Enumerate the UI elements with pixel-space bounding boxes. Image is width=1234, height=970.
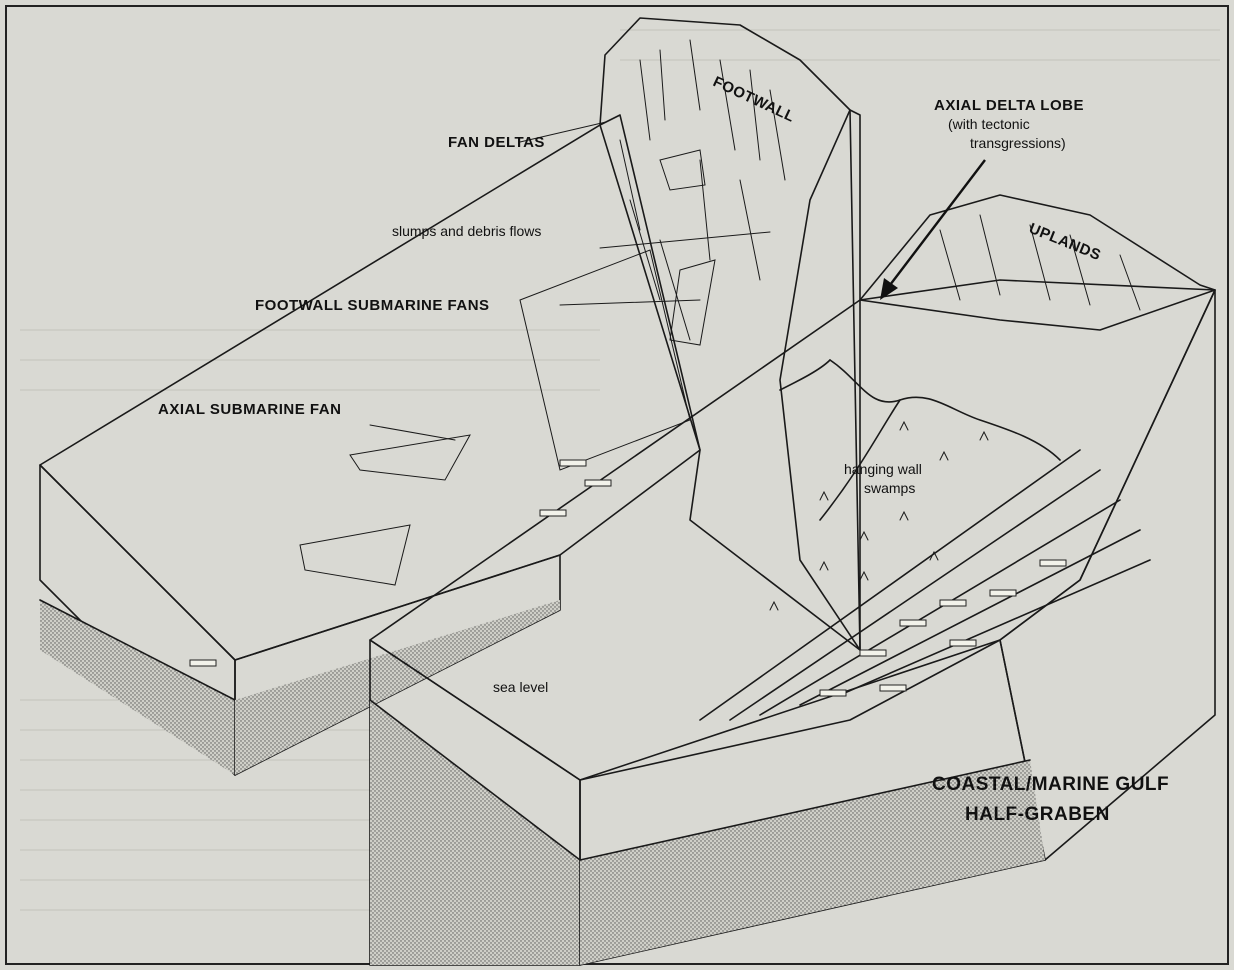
- caption-line-2: HALF-GRABEN: [965, 804, 1110, 825]
- caption-line-1: COASTAL/MARINE GULF: [932, 774, 1169, 795]
- sea-level-label: sea level: [493, 679, 548, 695]
- axial-fan-label: AXIAL SUBMARINE FAN: [158, 401, 341, 418]
- swamps-label-1: hanging wall: [844, 461, 922, 477]
- swamps-label-2: swamps: [864, 480, 915, 496]
- footwall-fans-label: FOOTWALL SUBMARINE FANS: [255, 297, 490, 314]
- axial-delta-label: AXIAL DELTA LOBE: [934, 97, 1084, 114]
- slumps-label: slumps and debris flows: [392, 223, 541, 239]
- axial-delta-note2: transgressions): [970, 135, 1066, 151]
- fan-deltas-label: FAN DELTAS: [448, 134, 545, 151]
- axial-delta-note: (with tectonic: [948, 116, 1030, 132]
